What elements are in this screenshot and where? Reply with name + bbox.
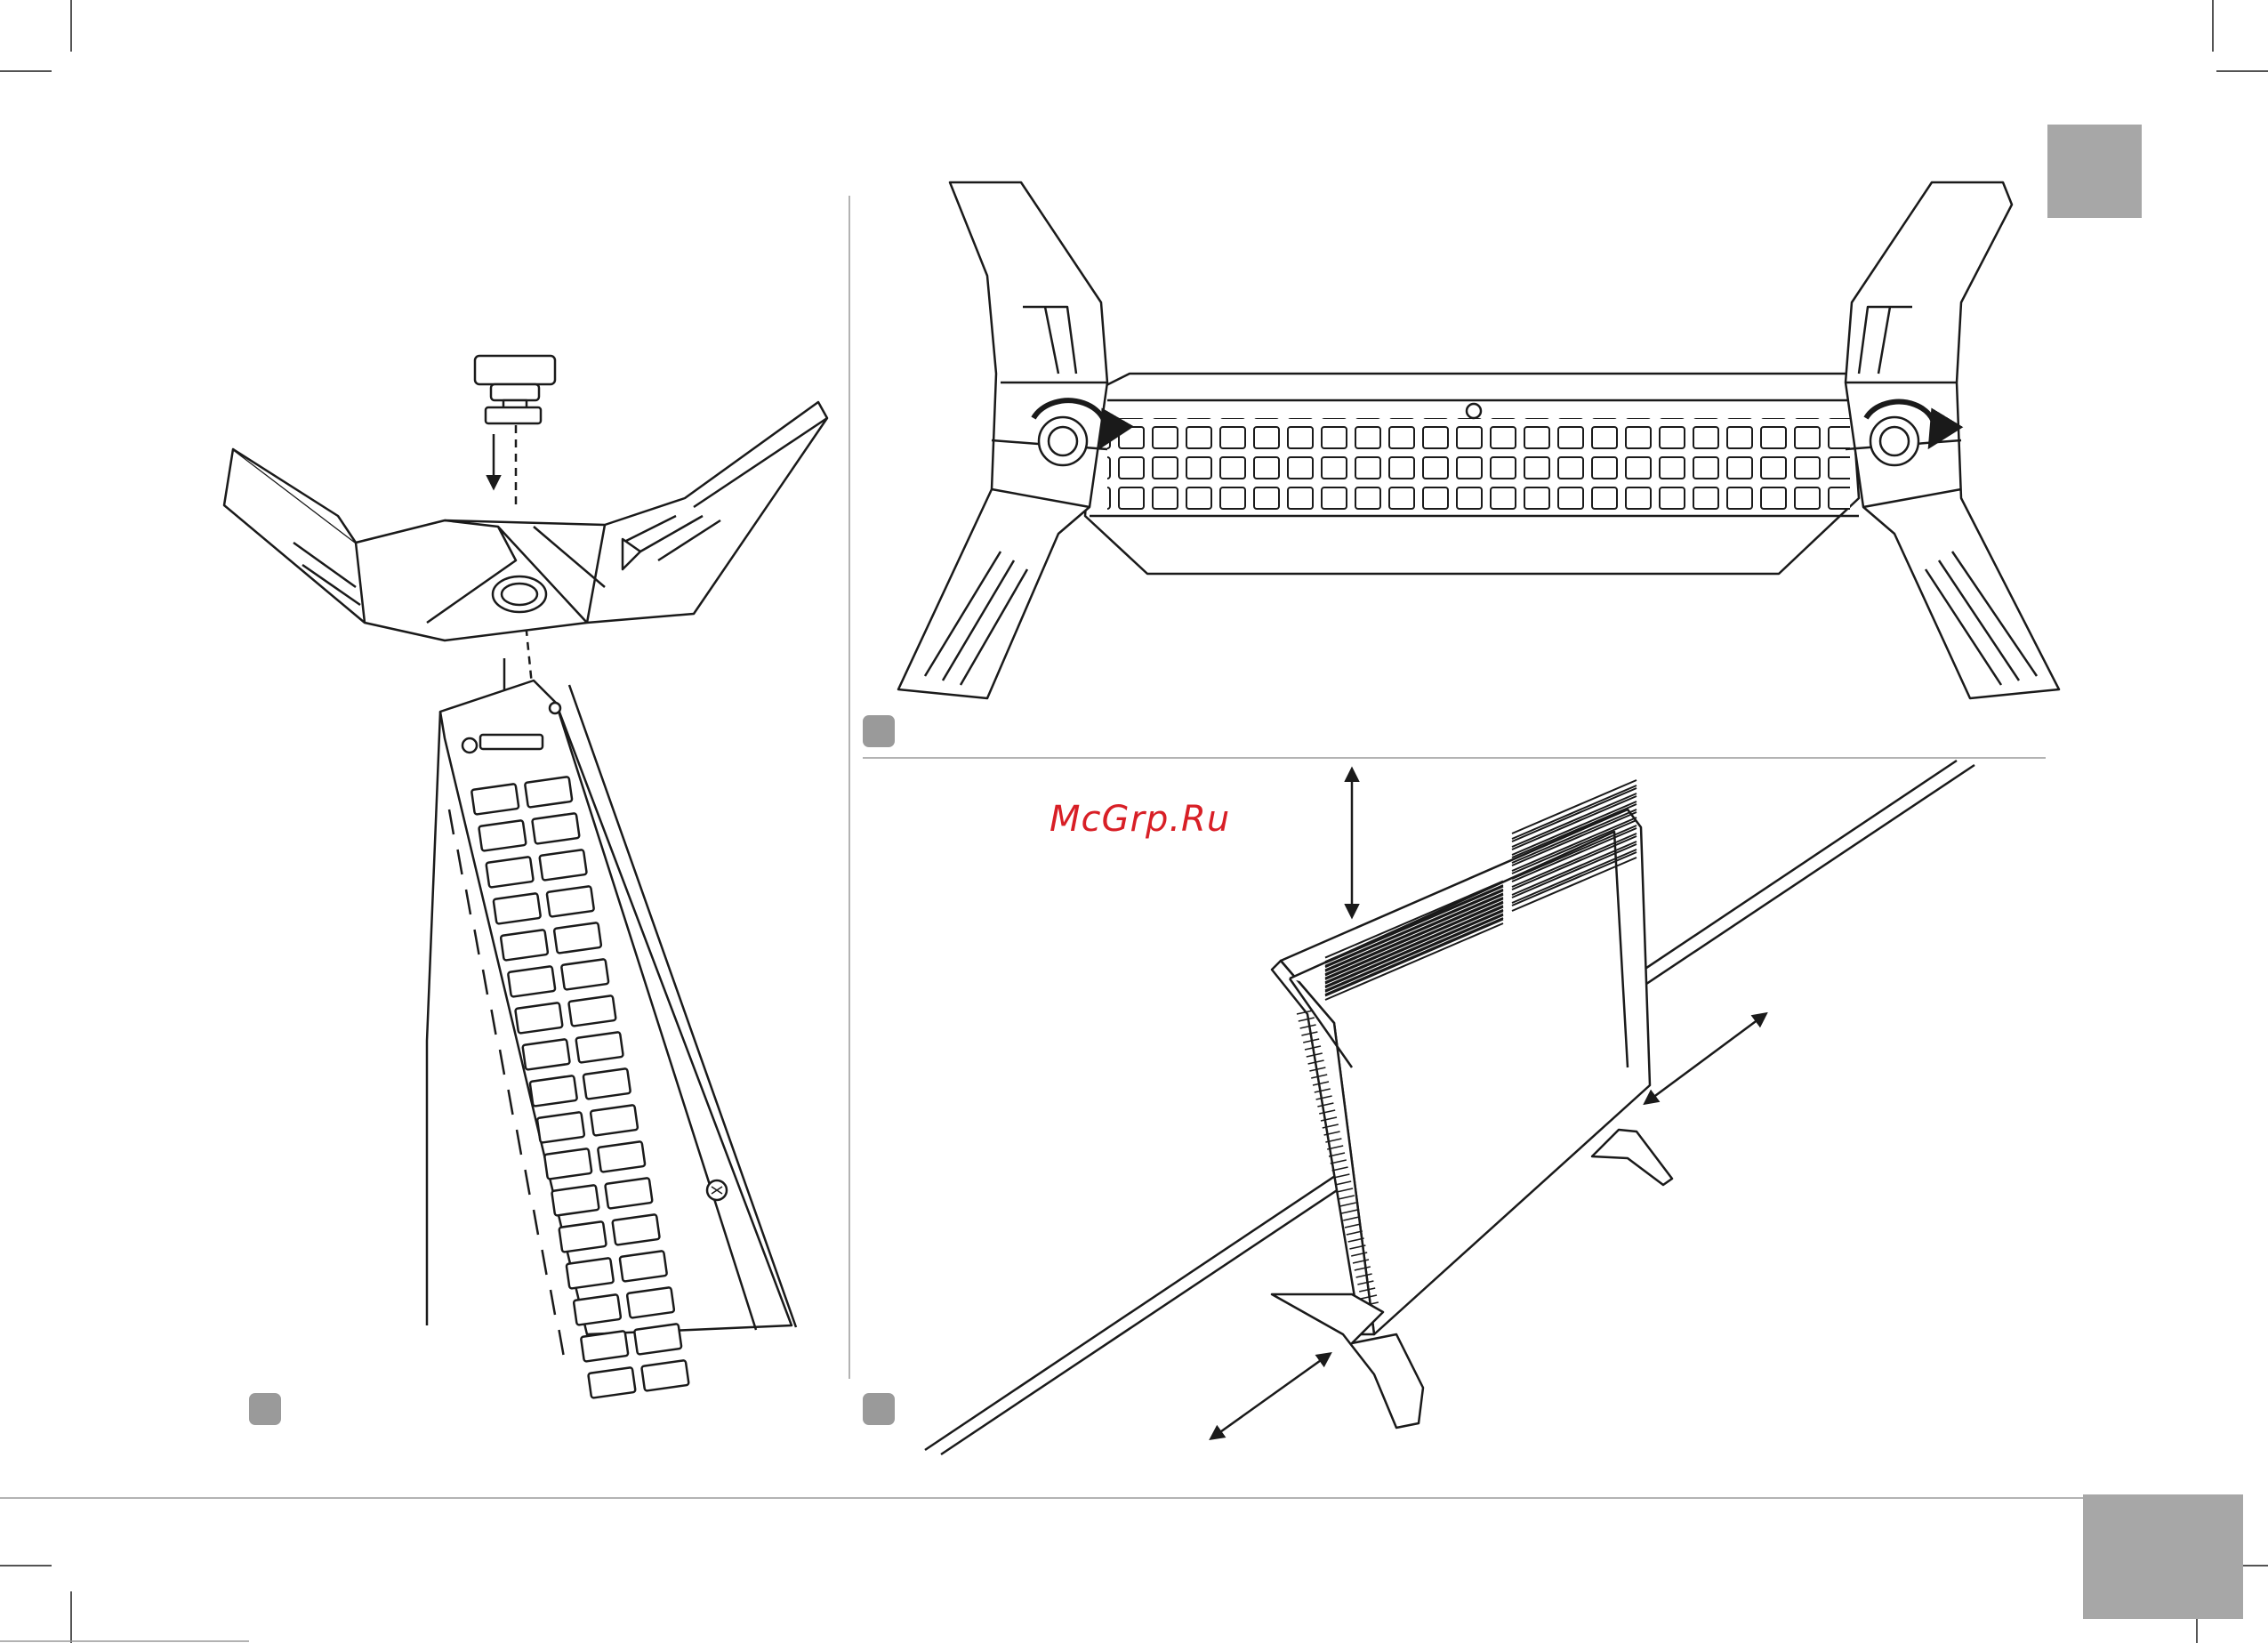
double-arrow-icon	[1211, 1354, 1330, 1438]
leg-bracket-icon	[224, 402, 827, 640]
page-tab-bottom	[2083, 1494, 2243, 1619]
fig-leg-attach	[224, 356, 827, 1398]
leg-icon	[1846, 182, 2059, 698]
heater-foot-icon	[1592, 1130, 1672, 1185]
step-marker-1	[249, 1393, 281, 1425]
heater-underside-icon	[1085, 374, 1859, 574]
watermark-text: McGrp.Ru	[1050, 799, 1230, 840]
heater-icon	[1272, 809, 1650, 1334]
double-arrow-icon	[1645, 1014, 1765, 1103]
step-marker-2	[863, 715, 895, 747]
step-marker-3	[863, 1393, 895, 1425]
fig-installed-heater	[925, 761, 1974, 1454]
heater-foot-icon	[1272, 1294, 1423, 1428]
fig-legs-mounted	[898, 182, 2059, 698]
section-tab-top	[2047, 125, 2142, 218]
leg-icon	[898, 182, 1107, 698]
knob-icon	[475, 356, 555, 423]
